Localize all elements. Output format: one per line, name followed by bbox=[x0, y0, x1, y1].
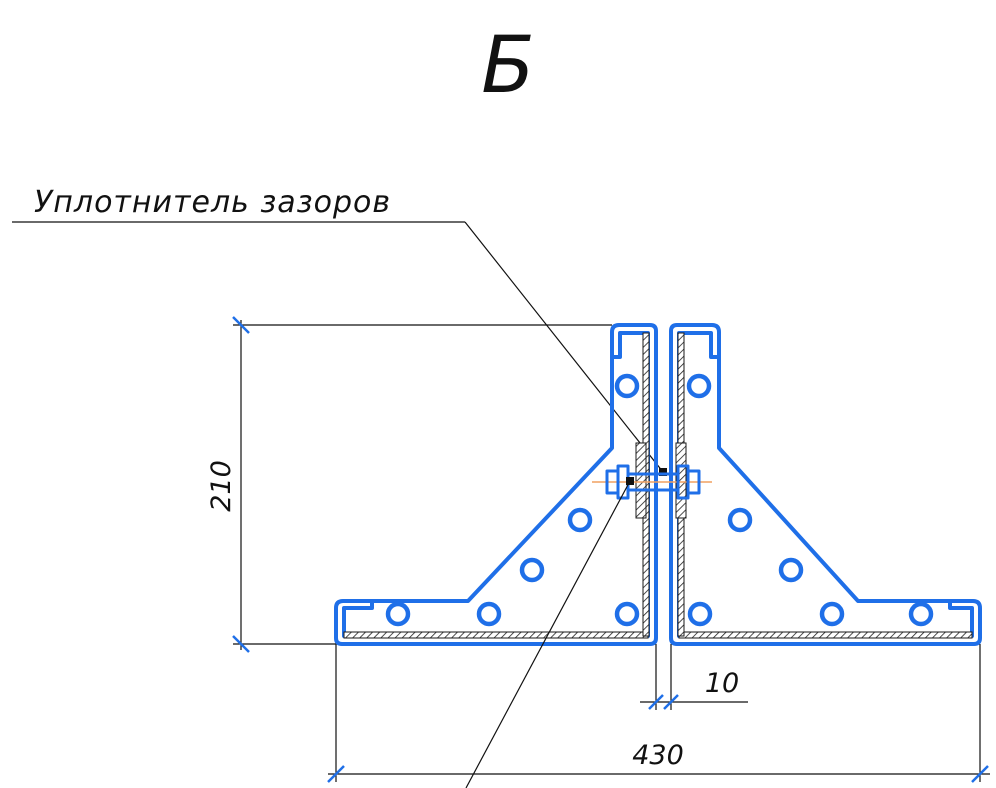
left-hole bbox=[385, 601, 411, 627]
width-tick-right bbox=[971, 765, 989, 783]
height-dimension-value: 210 bbox=[206, 460, 237, 512]
bolt-nut bbox=[686, 469, 701, 495]
left-clamp-plate bbox=[635, 442, 647, 519]
height-tick-top bbox=[232, 316, 250, 334]
bolt-joint bbox=[592, 442, 712, 519]
right-bracket-outline bbox=[669, 323, 982, 646]
gap-tick-left bbox=[648, 694, 664, 710]
width-dimension: 430 bbox=[327, 644, 990, 783]
right-hole bbox=[908, 601, 934, 627]
callout-seal: Уплотнитель зазоров bbox=[12, 185, 667, 476]
right-bracket bbox=[669, 323, 982, 646]
right-hole bbox=[686, 373, 712, 399]
left-flange-section bbox=[343, 631, 649, 639]
right-hole bbox=[778, 557, 804, 583]
right-gusset-edge bbox=[717, 357, 950, 603]
width-tick-left bbox=[327, 765, 345, 783]
view-label: Б bbox=[481, 21, 535, 111]
gap-tick-right bbox=[663, 694, 679, 710]
right-hole bbox=[687, 601, 713, 627]
width-dimension-value: 430 bbox=[632, 740, 684, 771]
height-dimension: 210 bbox=[206, 316, 612, 653]
lower-leader-line bbox=[465, 480, 631, 788]
left-hole bbox=[614, 601, 640, 627]
left-gusset-edge bbox=[372, 357, 614, 603]
right-clamp-plate bbox=[675, 442, 687, 519]
height-tick-bottom bbox=[232, 635, 250, 653]
left-hole bbox=[519, 557, 545, 583]
gap-dimension-value: 10 bbox=[705, 668, 739, 699]
left-hole bbox=[476, 601, 502, 627]
left-bracket-outline bbox=[334, 323, 658, 646]
callout-label: Уплотнитель зазоров bbox=[34, 185, 391, 220]
right-hole bbox=[819, 601, 845, 627]
right-flange-section bbox=[678, 631, 973, 639]
right-hole bbox=[727, 507, 753, 533]
callout-leader-dot bbox=[659, 468, 667, 476]
callout-leader-line bbox=[464, 221, 664, 473]
gap-dimension: 10 bbox=[640, 644, 748, 710]
left-hole bbox=[614, 373, 640, 399]
left-hole bbox=[567, 507, 593, 533]
